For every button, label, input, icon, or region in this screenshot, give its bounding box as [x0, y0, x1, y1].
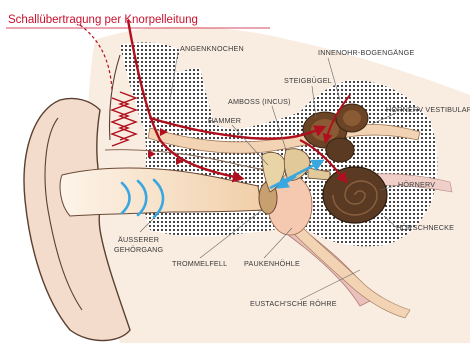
label-trommelfell: TROMMELFELL: [172, 259, 227, 268]
label-steigbuegel: STEIGBÜGEL: [284, 76, 332, 85]
label-hammer: HAMMER: [208, 116, 241, 125]
cochlea: [323, 167, 387, 223]
label-angenknochen: ANGENKNOCHEN: [180, 44, 244, 53]
label-hoerschnecke: HÖRSCHNECKE: [396, 223, 454, 232]
label-aeusserer: ÄUSSERER: [118, 235, 159, 244]
label-innenohr-bogengaenge: INNENOHR-BOGENGÄNGE: [318, 48, 414, 57]
label-paukenhoehle: PAUKENHÖHLE: [244, 259, 300, 268]
label-hoernerv-vestibular: HÖRNERV VESTIBULAR: [386, 105, 470, 114]
label-amboss: AMBOSS (INCUS): [228, 97, 291, 106]
label-gehoergang: GEHÖRGANG: [114, 245, 164, 254]
diagram-title: Schallübertragung per Knorpelleitung: [8, 14, 198, 26]
label-hoernerv: HÖRNERV: [398, 180, 435, 189]
label-eustachsche-roehre: EUSTACH'SCHE RÖHRE: [250, 299, 337, 308]
